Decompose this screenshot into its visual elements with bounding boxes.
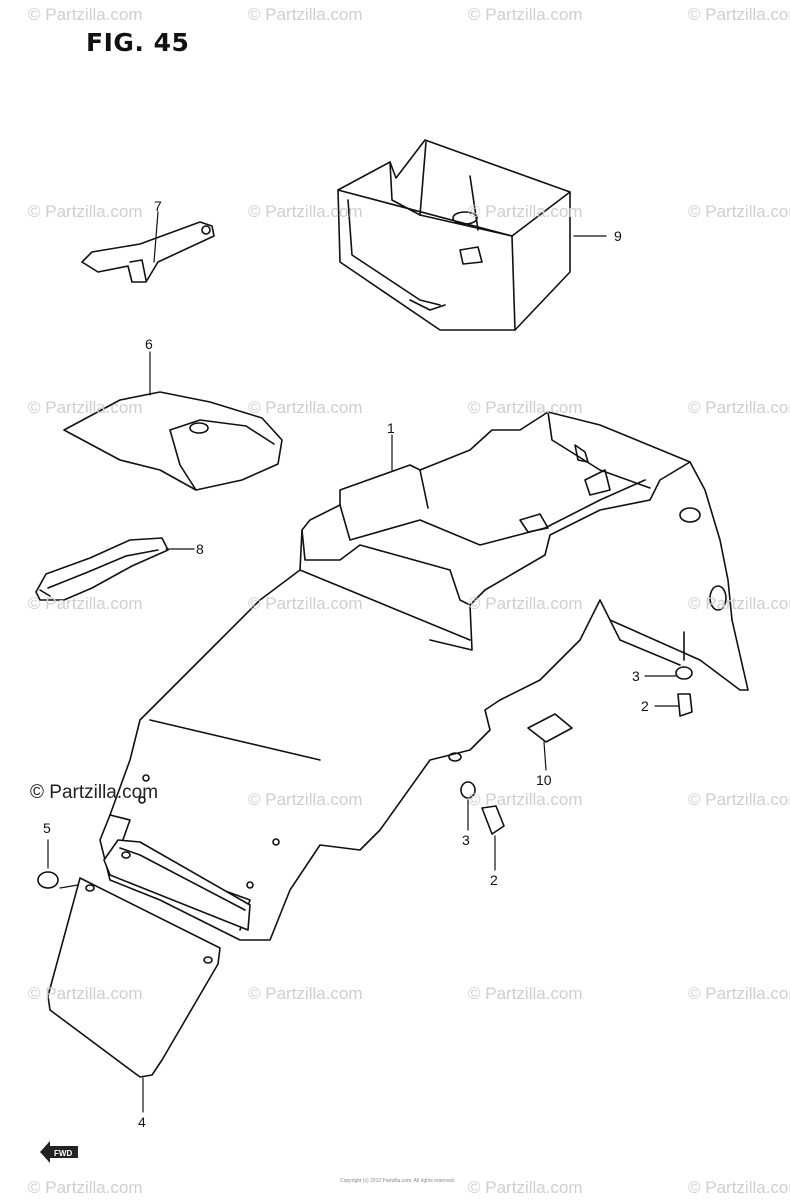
callout-9: 9 (614, 228, 622, 244)
part-7-tool (81, 221, 215, 283)
part-6-pad (63, 391, 283, 491)
watermark: © Partzilla.com (248, 202, 363, 221)
callout-3: 3 (632, 668, 640, 684)
license-bracket (103, 839, 251, 931)
callout-3: 3 (462, 832, 470, 848)
watermark: © Partzilla.com (468, 202, 583, 221)
watermark: © Partzilla.com (688, 790, 790, 809)
watermark: © Partzilla.com (688, 5, 790, 24)
watermark: © Partzilla.com (248, 5, 363, 24)
part-1-rear-fender (99, 411, 749, 941)
watermark: © Partzilla.com (248, 790, 363, 809)
copyright-footer: Copyright (c) 2012 Partzilla.com. All ri… (340, 1178, 456, 1184)
callout-2: 2 (641, 698, 649, 714)
callout-5: 5 (43, 820, 51, 836)
watermark: © Partzilla.com (28, 1178, 143, 1197)
watermark: © Partzilla.com (468, 398, 583, 417)
watermark: © Partzilla.com (688, 1178, 790, 1197)
callout-7: 7 (154, 198, 162, 214)
watermark: © Partzilla.com (468, 790, 583, 809)
part-8-strap (35, 537, 169, 601)
part-5-grommet (37, 871, 59, 889)
watermark: © Partzilla.com (688, 594, 790, 613)
watermark: © Partzilla.com (28, 202, 143, 221)
watermark: © Partzilla.com (28, 984, 143, 1003)
front-arrow-icon: FWD (40, 1141, 78, 1163)
watermark: © Partzilla.com (688, 202, 790, 221)
watermark: © Partzilla.com (468, 984, 583, 1003)
watermark: © Partzilla.com (468, 1178, 583, 1197)
part-9-storage-box (337, 139, 571, 331)
watermark: © Partzilla.com (468, 594, 583, 613)
part-4-plate (47, 877, 221, 1078)
callout-8: 8 (196, 541, 204, 557)
figure-title: FIG. 45 (86, 28, 190, 57)
callout-2: 2 (490, 872, 498, 888)
watermark: © Partzilla.com (468, 5, 583, 24)
watermark: © Partzilla.com (28, 594, 143, 613)
watermark: © Partzilla.com (248, 398, 363, 417)
front-arrow-label: FWD (54, 1149, 72, 1158)
watermark: © Partzilla.com (28, 5, 143, 24)
watermark: © Partzilla.com (248, 984, 363, 1003)
watermark: © Partzilla.com (688, 984, 790, 1003)
part-10-plate (527, 713, 573, 743)
leader-lines (47, 211, 679, 1113)
callout-1: 1 (387, 420, 395, 436)
callout-10: 10 (536, 772, 552, 788)
parts-3-2-right (675, 631, 693, 717)
watermark: © Partzilla.com (248, 594, 363, 613)
watermark: © Partzilla.com (28, 398, 143, 417)
watermark: © Partzilla.com (688, 398, 790, 417)
callout-4: 4 (138, 1114, 146, 1130)
callout-6: 6 (145, 336, 153, 352)
parts-3-2-center (460, 781, 505, 835)
watermark-feature: © Partzilla.com (30, 782, 159, 803)
